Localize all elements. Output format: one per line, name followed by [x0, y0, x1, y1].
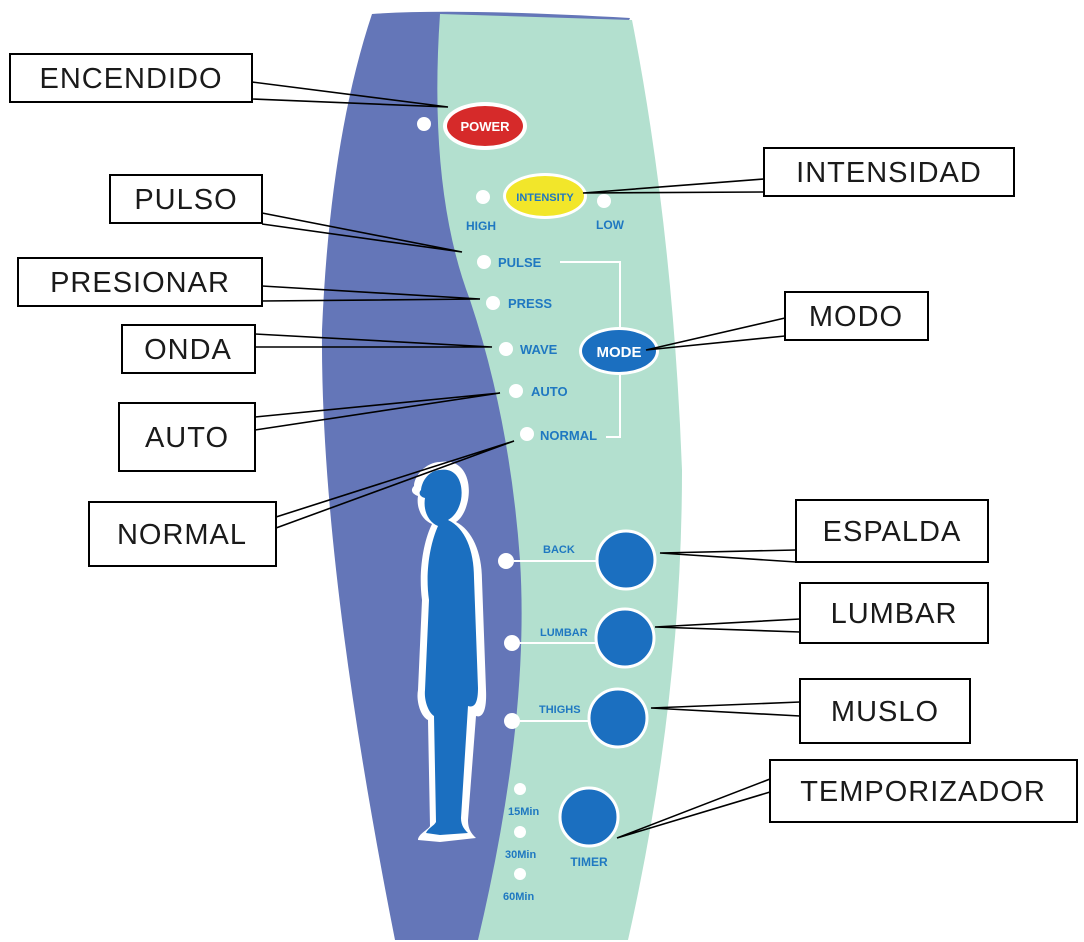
callout-espalda-text: ESPALDA — [823, 516, 962, 548]
intensity-button[interactable]: INTENSITY — [503, 173, 587, 219]
normal-led — [520, 427, 534, 441]
back-label: BACK — [543, 544, 575, 556]
callout-presionar: PRESIONAR — [17, 257, 263, 307]
thighs-button[interactable] — [587, 687, 649, 749]
callout-presionar-text: PRESIONAR — [50, 267, 230, 299]
callout-pulso: PULSO — [109, 174, 263, 224]
wave-label: WAVE — [520, 342, 558, 357]
callout-encendido: ENCENDIDO — [9, 53, 253, 103]
intensity-low-label: LOW — [596, 218, 625, 232]
intensity-low-led — [597, 194, 611, 208]
wave-led — [499, 342, 513, 356]
auto-led — [509, 384, 523, 398]
timer-15-led — [514, 783, 526, 795]
callout-encendido-text: ENCENDIDO — [39, 63, 222, 95]
lumbar-button[interactable] — [594, 607, 656, 669]
callout-intensidad-text: INTENSIDAD — [796, 157, 982, 189]
intensity-high-label: HIGH — [466, 219, 496, 233]
press-led — [486, 296, 500, 310]
callout-normal: NORMAL — [88, 501, 277, 567]
leader-lines — [251, 81, 801, 839]
lumbar-label: LUMBAR — [540, 627, 588, 639]
callout-lumbar: LUMBAR — [799, 582, 989, 644]
auto-label: AUTO — [531, 384, 568, 399]
mode-bracket-line — [560, 261, 621, 438]
callout-muslo-text: MUSLO — [831, 696, 939, 728]
timer-label: TIMER — [570, 855, 608, 869]
normal-label: NORMAL — [540, 428, 597, 443]
back-led — [498, 553, 514, 569]
timer-60-label: 60Min — [503, 891, 534, 903]
pulse-led — [477, 255, 491, 269]
callout-modo-text: MODO — [809, 301, 903, 333]
callout-auto: AUTO — [118, 402, 256, 472]
intensity-button-label: INTENSITY — [516, 192, 574, 204]
callout-modo: MODO — [784, 291, 929, 341]
power-button-label: POWER — [460, 119, 510, 134]
callout-temporizador-text: TEMPORIZADOR — [800, 776, 1046, 808]
power-led — [417, 117, 431, 131]
callout-lumbar-text: LUMBAR — [831, 598, 958, 630]
back-button[interactable] — [595, 529, 657, 591]
pulse-label: PULSE — [498, 255, 542, 270]
callout-onda-text: ONDA — [144, 334, 232, 366]
intensity-high-led — [476, 190, 490, 204]
power-button[interactable]: POWER — [443, 102, 527, 150]
timer-60-led — [514, 868, 526, 880]
timer-30-led — [514, 826, 526, 838]
thighs-led — [504, 713, 520, 729]
callout-muslo: MUSLO — [799, 678, 971, 744]
callout-auto-text: AUTO — [145, 422, 229, 454]
callout-normal-text: NORMAL — [117, 519, 247, 551]
callout-pulso-text: PULSO — [134, 184, 237, 216]
human-body-icon — [411, 461, 487, 842]
remote-panel — [321, 11, 682, 940]
callout-espalda: ESPALDA — [795, 499, 989, 563]
thighs-label: THIGHS — [539, 704, 581, 716]
timer-15-label: 15Min — [508, 806, 539, 818]
mode-button-label: MODE — [597, 344, 642, 361]
callout-onda: ONDA — [121, 324, 256, 374]
mode-button[interactable]: MODE — [579, 327, 659, 375]
timer-button[interactable] — [558, 786, 620, 848]
callout-temporizador: TEMPORIZADOR — [769, 759, 1078, 823]
timer-30-label: 30Min — [505, 849, 536, 861]
lumbar-led — [504, 635, 520, 651]
press-label: PRESS — [508, 296, 552, 311]
callout-intensidad: INTENSIDAD — [763, 147, 1015, 197]
